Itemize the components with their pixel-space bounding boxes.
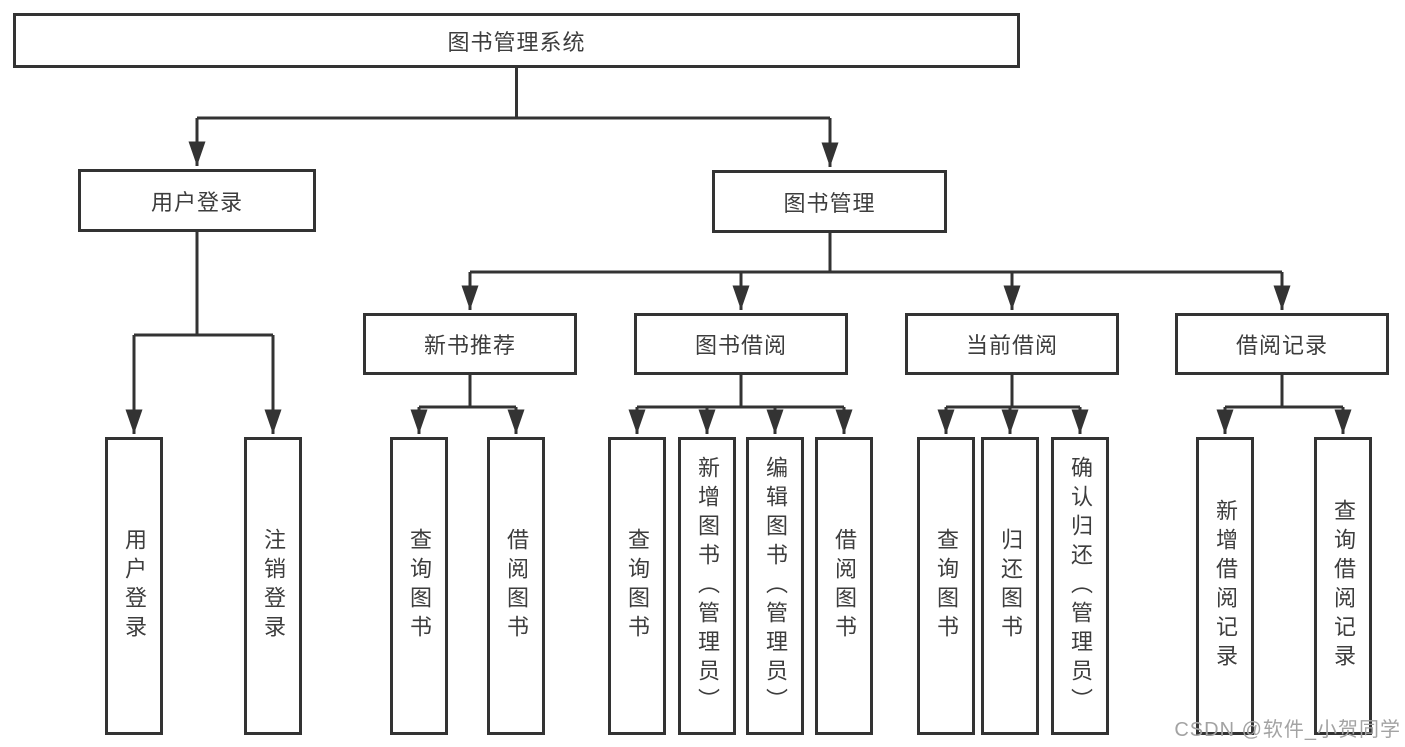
node-leaf-add-books-admin: 新增图书（管理员） bbox=[678, 437, 736, 735]
node-root: 图书管理系统 bbox=[13, 13, 1020, 68]
node-label: 图书管理系统 bbox=[447, 29, 586, 55]
node-label: 编辑图书（管理员） bbox=[763, 455, 788, 717]
node-book-management: 图书管理 bbox=[712, 170, 947, 233]
node-leaf-user-login: 用户登录 bbox=[105, 437, 163, 735]
node-label: 借阅图书 bbox=[832, 528, 857, 644]
node-label: 用户登录 bbox=[150, 189, 243, 215]
node-label: 借阅图书 bbox=[504, 528, 529, 644]
node-label: 查询图书 bbox=[625, 528, 650, 644]
node-label: 当前借阅 bbox=[965, 333, 1058, 358]
node-leaf-logout: 注销登录 bbox=[244, 437, 302, 735]
node-label: 图书管理 bbox=[783, 190, 876, 216]
node-label: 借阅记录 bbox=[1235, 333, 1328, 358]
node-leaf-add-borrow-record: 新增借阅记录 bbox=[1196, 437, 1254, 735]
node-leaf-edit-books-admin: 编辑图书（管理员） bbox=[746, 437, 804, 735]
node-label: 用户登录 bbox=[122, 528, 147, 644]
node-leaf-confirm-return-admin: 确认归还（管理员） bbox=[1051, 437, 1109, 735]
node-leaf-query-books: 查询图书 bbox=[608, 437, 666, 735]
node-label: 新增借阅记录 bbox=[1213, 499, 1238, 673]
watermark-text: CSDN @软件_小贺同学 bbox=[1174, 719, 1401, 741]
node-label: 确认归还（管理员） bbox=[1068, 455, 1093, 717]
node-user-login: 用户登录 bbox=[78, 169, 316, 232]
node-label: 图书借阅 bbox=[694, 333, 787, 358]
node-label: 查询图书 bbox=[934, 528, 959, 644]
node-borrow-records: 借阅记录 bbox=[1175, 313, 1389, 375]
node-leaf-query-books: 查询图书 bbox=[390, 437, 448, 735]
node-leaf-query-books: 查询图书 bbox=[917, 437, 975, 735]
node-label: 新增图书（管理员） bbox=[695, 455, 720, 717]
node-leaf-borrow-books: 借阅图书 bbox=[815, 437, 873, 735]
node-leaf-borrow-books: 借阅图书 bbox=[487, 437, 545, 735]
node-current-borrow: 当前借阅 bbox=[905, 313, 1119, 375]
node-new-book-recommend: 新书推荐 bbox=[363, 313, 577, 375]
node-label: 查询借阅记录 bbox=[1331, 499, 1356, 673]
node-leaf-query-borrow-record: 查询借阅记录 bbox=[1314, 437, 1372, 735]
node-label: 查询图书 bbox=[407, 528, 432, 644]
node-label: 新书推荐 bbox=[423, 333, 516, 358]
node-label: 归还图书 bbox=[998, 528, 1023, 644]
node-label: 注销登录 bbox=[261, 528, 286, 644]
node-leaf-return-books: 归还图书 bbox=[981, 437, 1039, 735]
node-book-borrow: 图书借阅 bbox=[634, 313, 848, 375]
